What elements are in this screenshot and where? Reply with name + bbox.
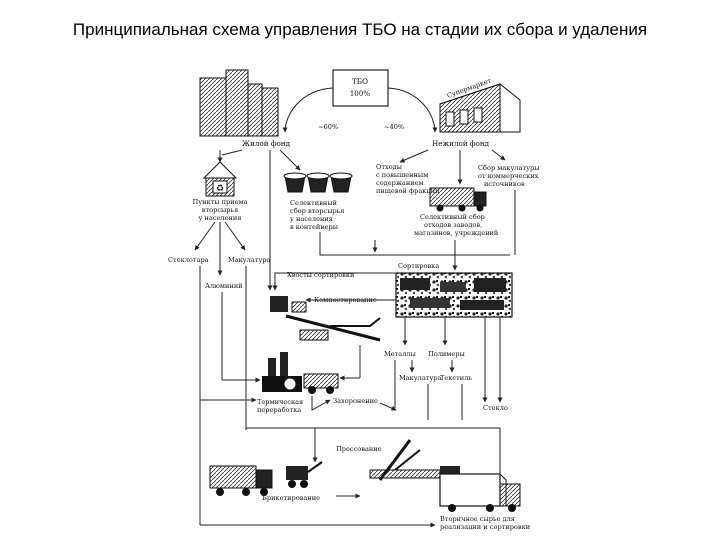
- food-waste-label-2: с повышенным: [376, 171, 428, 179]
- commercial-paper-label-3: источников: [484, 180, 525, 188]
- commercial-paper-label-1: Сбор макулатуры: [478, 164, 540, 172]
- selective-pop-label-1: Селективный: [290, 199, 338, 207]
- supermarket-building-icon: Супермаркет: [439, 76, 521, 133]
- waste-bins-icon: [283, 172, 353, 193]
- sorting-tails-label: Хвосты сортировки: [287, 271, 355, 279]
- collection-points-label-2: вторсырья: [202, 206, 238, 214]
- pressing-label: Прессование: [336, 445, 382, 453]
- recycling-point-icon: ♻: [202, 161, 238, 197]
- nonresidential-label: Нежилой фонд: [432, 139, 490, 148]
- tbo-percent: 100%: [350, 89, 371, 98]
- loader-icon: [286, 461, 323, 488]
- selective-org-label-1: Селективный сбор: [420, 213, 485, 221]
- briquetting-label: Брикетирование: [262, 494, 320, 502]
- food-waste-label-3: содержанием: [376, 179, 424, 187]
- tbo-title: ТБО: [352, 77, 368, 86]
- collection-points-label-1: Пункты приема: [192, 198, 247, 206]
- sorting-facility-image: [395, 272, 513, 318]
- percent-left-label: ~60%: [318, 123, 338, 131]
- glass-containers-label: Стеклотара: [168, 256, 209, 264]
- polymers-label: Полимеры: [428, 350, 466, 358]
- arrow-tbo-to-nonresidential: [387, 87, 438, 133]
- delivery-truck-icon: [439, 473, 521, 512]
- food-waste-label-4: пищевой фракции: [376, 187, 440, 195]
- selective-pop-label-3: у населения: [290, 215, 333, 223]
- collection-points-label-3: у населения: [199, 214, 242, 222]
- selective-pop-label-4: в контейнеры: [290, 223, 339, 231]
- residential-label: Жилой фонд: [242, 139, 291, 148]
- collection-truck-icon: [429, 187, 487, 212]
- transport-truck-icon: [209, 465, 273, 496]
- thermal-label-1: Термическая: [257, 398, 303, 406]
- waste-paper-label: Макулатура: [399, 374, 442, 382]
- selective-org-label-2: отходов заводов,: [424, 221, 482, 229]
- percent-right-label: ~40%: [384, 123, 404, 131]
- composting-machinery-icon: [270, 296, 381, 342]
- tbo-box: ТБО 100%: [332, 69, 389, 107]
- page-title: Принципиальная схема управления ТБО на с…: [72, 20, 648, 39]
- secondary-raw-label-1: Вторичное сырье для: [440, 515, 515, 523]
- population-paper-label: Макулатура: [228, 256, 271, 264]
- commercial-paper-label-2: от коммерческих: [478, 172, 539, 180]
- thermal-plant-icon: [262, 352, 339, 394]
- aluminum-label: Алюминий: [205, 282, 243, 290]
- textile-label: Текстиль: [440, 374, 472, 382]
- residential-buildings-icon: [199, 69, 279, 137]
- selective-org-label-3: магазинов, учреждений: [414, 229, 499, 237]
- glass-label: Стекло: [483, 404, 508, 412]
- arrow-tbo-to-residential: [282, 87, 334, 133]
- sorting-label: Сортировка: [398, 262, 439, 270]
- selective-pop-label-2: сбор вторсырья: [290, 207, 344, 215]
- secondary-raw-label-2: реализации и сортировки: [440, 523, 531, 531]
- metals-label: Металлы: [384, 350, 417, 358]
- landfill-label: Захоронение: [333, 397, 378, 405]
- recycle-icon: ♻: [216, 184, 224, 194]
- thermal-label-2: переработка: [257, 406, 301, 414]
- food-waste-label-1: Отходы: [376, 163, 403, 171]
